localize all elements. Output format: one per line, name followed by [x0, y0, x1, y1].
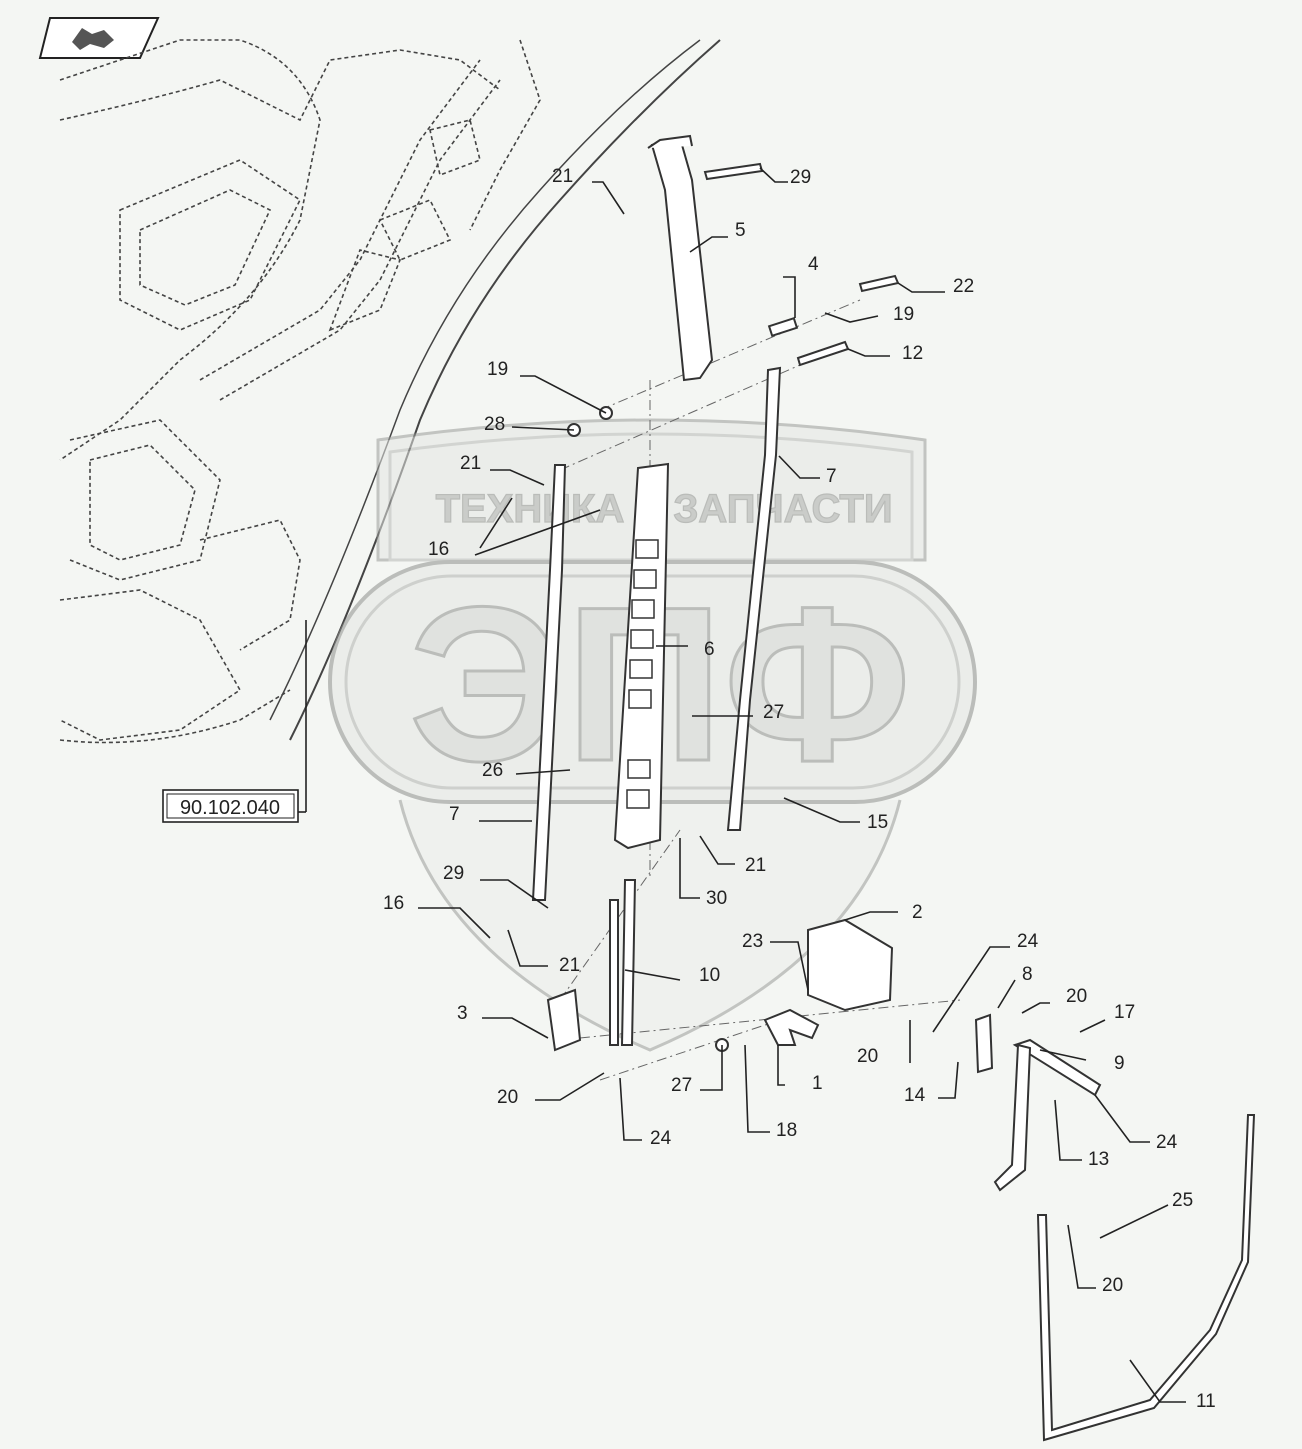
callout-15: 15 [867, 812, 888, 833]
part-6-ladder [613, 462, 670, 850]
parts [531, 134, 1256, 1442]
part-5-upper-arm [650, 136, 714, 382]
reference-code: 90.102.040 [180, 797, 280, 819]
callout-24a: 24 [1017, 931, 1039, 952]
callout-20c: 20 [857, 1046, 878, 1067]
background-frame-structure [59, 39, 721, 744]
callout-16b: 16 [383, 893, 404, 914]
part-9-lever-arm [993, 1043, 1032, 1192]
reference-code-box[interactable]: 90.102.040 [162, 620, 307, 823]
callout-27b: 27 [671, 1075, 692, 1096]
callout-21a: 21 [552, 166, 573, 187]
callout-28: 28 [484, 414, 505, 435]
callout-7b: 7 [449, 804, 460, 825]
callout-7a: 7 [826, 466, 837, 487]
bolt-22 [858, 274, 900, 293]
callout-8: 8 [1022, 964, 1033, 985]
callout-24c: 9 [1114, 1053, 1125, 1074]
callout-27a: 27 [763, 702, 784, 723]
callout-20a: 20 [1066, 986, 1087, 1007]
callout-2: 2 [912, 902, 923, 923]
callout-4: 4 [808, 254, 819, 275]
spacer-4 [767, 316, 799, 338]
part-10-gas-spring-b [620, 879, 637, 1046]
callout-18: 18 [776, 1120, 797, 1141]
callout-30: 30 [706, 888, 727, 909]
callout-29a: 29 [790, 167, 811, 188]
callout-26: 26 [482, 760, 503, 781]
callout-29b: 29 [443, 863, 464, 884]
callout-20b: 20 [497, 1087, 518, 1108]
callout-3: 3 [457, 1003, 468, 1024]
callout-14: 14 [904, 1085, 926, 1106]
part-1-pivot [763, 1008, 820, 1046]
callout-9: 24 [1156, 1132, 1178, 1153]
callout-19a: 19 [893, 304, 914, 325]
part-11-handrail [1036, 1114, 1256, 1442]
watermark-text-right: ЗАПЧАСТИ [673, 487, 892, 531]
watermark-text-left: ТЕХНИКА [436, 487, 625, 531]
callout-labels: 21 29 5 4 22 19 12 19 28 21 7 16 6 27 26… [383, 166, 1216, 1412]
callout-12: 12 [902, 343, 923, 364]
bolt-29-top [703, 162, 764, 181]
callout-19b: 19 [487, 359, 508, 380]
callout-5: 5 [735, 220, 746, 241]
part-7-left-rail [531, 464, 567, 901]
arrow-icon [72, 28, 114, 50]
callout-20d: 20 [1102, 1275, 1123, 1296]
ladder-rungs [626, 539, 659, 809]
callout-21b: 21 [460, 453, 481, 474]
callout-17: 17 [1114, 1002, 1135, 1023]
callout-11: 11 [1196, 1391, 1216, 1412]
part-2-bracket [807, 918, 894, 1012]
callout-1: 1 [812, 1073, 823, 1094]
callout-24b: 24 [650, 1128, 672, 1149]
callout-22: 22 [953, 276, 974, 297]
part-7-right-rail [726, 366, 782, 831]
callout-13: 13 [1088, 1149, 1109, 1170]
callout-23: 23 [742, 931, 763, 952]
leader-lines [418, 167, 1186, 1403]
part-9-lever [1012, 1038, 1102, 1097]
callout-10: 10 [699, 965, 720, 986]
navigation-arrow-badge[interactable] [38, 17, 160, 59]
callout-21d: 21 [559, 955, 580, 976]
part-3-bracket [546, 988, 582, 1052]
callout-21c: 21 [745, 855, 766, 876]
bolt-12 [796, 340, 850, 367]
part-10-gas-spring-a [609, 899, 619, 1046]
part-8-latch [974, 1013, 994, 1074]
callout-16a: 16 [428, 539, 449, 560]
callout-25: 25 [1172, 1190, 1193, 1211]
callout-6: 6 [704, 639, 715, 660]
